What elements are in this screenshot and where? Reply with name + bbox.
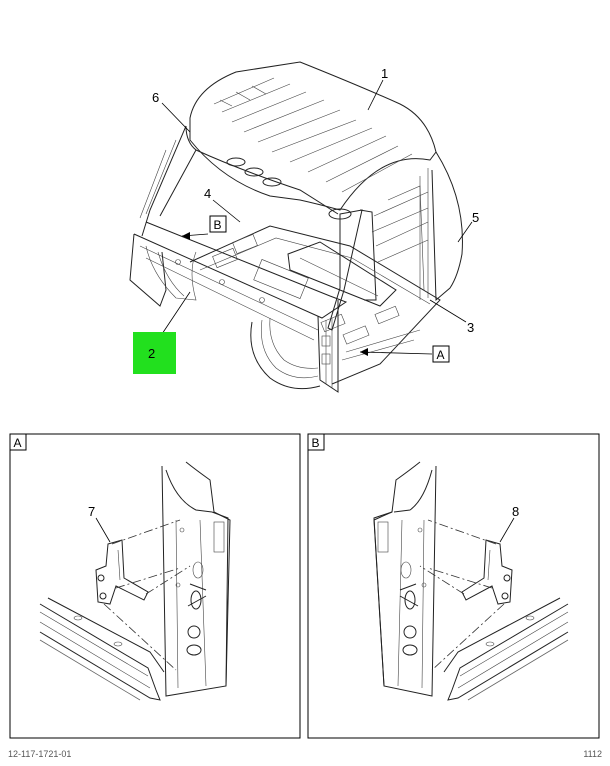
cab-assembly-illustration: [129, 61, 463, 393]
detail-a-label-box: [9, 433, 27, 451]
detail-b-label-box: [307, 433, 325, 451]
detail-panel-b: B: [307, 433, 600, 739]
detail-b-label: B: [312, 436, 320, 450]
view-ref-a: A: [437, 348, 445, 362]
callout-7: 7: [88, 504, 95, 519]
leader-7: [95, 517, 111, 543]
detail-panel-a: A: [9, 433, 301, 739]
callout-leaders: [153, 79, 473, 356]
detail-b-frame: [307, 433, 600, 739]
callout-2: 2: [148, 346, 155, 361]
leader-5: [457, 221, 473, 243]
arrow-b: [182, 232, 190, 240]
leader-4: [212, 199, 241, 223]
callout-8: 8: [512, 504, 519, 519]
leader-8: [499, 517, 515, 543]
leader-6: [161, 102, 191, 133]
callout-4: 4: [204, 186, 211, 201]
highlighted-callout-2-box[interactable]: [133, 332, 176, 374]
detail-a-frame: [9, 433, 301, 739]
callout-1: 1: [381, 66, 388, 81]
view-ref-b-box: [209, 215, 227, 233]
leader-3: [429, 299, 467, 323]
callout-6: 6: [152, 90, 159, 105]
view-ref-a-box: [432, 345, 450, 363]
leader-1: [367, 79, 384, 111]
page-code: 1112: [583, 749, 602, 759]
view-ref-b: B: [214, 218, 222, 232]
drawing-number: 12-117-1721-01: [8, 749, 72, 759]
arrow-a: [360, 348, 368, 356]
detail-a-label: A: [14, 436, 22, 450]
callout-5: 5: [472, 210, 479, 225]
callout-3: 3: [467, 320, 474, 335]
leader-a: [359, 351, 433, 355]
